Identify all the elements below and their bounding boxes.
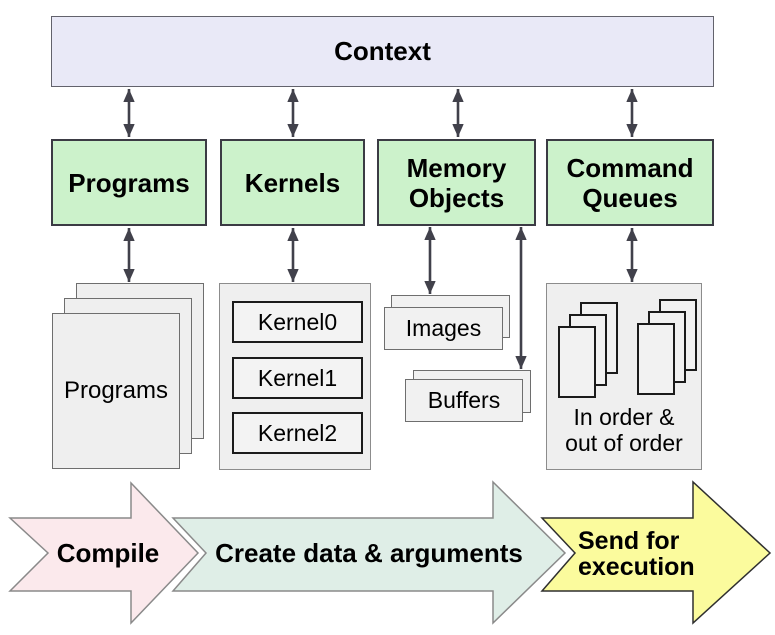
send-arrow-label-line1: Send for — [578, 527, 680, 555]
queue-card — [637, 323, 675, 395]
programs-page-front: Programs — [52, 313, 180, 469]
queue-card — [558, 326, 596, 398]
buffers-label: Buffers — [427, 387, 501, 413]
images-label: Images — [405, 315, 482, 341]
kernels-container: Kernel0 Kernel1 Kernel2 — [219, 283, 371, 470]
programs-box: Programs — [51, 139, 207, 226]
command-queues-container: In order & out of order — [546, 283, 702, 470]
create-arrow-label: Create data & arguments — [215, 538, 523, 568]
queue-mode-label: In order & out of order — [547, 404, 701, 456]
images-card-front: Images — [384, 307, 503, 350]
command-queues-box: Command Queues — [546, 139, 714, 226]
queue-mode-line2: out of order — [565, 430, 683, 456]
create-arrow-shape — [171, 480, 567, 625]
buffers-card-front: Buffers — [405, 379, 523, 422]
compile-arrow-shape — [8, 481, 200, 625]
kernels-box: Kernels — [220, 139, 365, 226]
send-arrow-label: Send for execution — [578, 528, 695, 580]
context-box: Context — [51, 16, 714, 87]
kernel-item-1: Kernel1 — [232, 357, 363, 399]
programs-stack-label: Programs — [63, 377, 169, 404]
memory-objects-box: Memory Objects — [377, 139, 536, 226]
kernel-item-0: Kernel0 — [232, 301, 363, 343]
send-arrow-shape — [540, 480, 772, 625]
send-arrow-label-line2: execution — [578, 553, 695, 581]
compile-arrow-label: Compile — [56, 538, 160, 568]
queue-mode-line1: In order & — [573, 404, 675, 430]
kernel-item-2: Kernel2 — [232, 412, 363, 454]
